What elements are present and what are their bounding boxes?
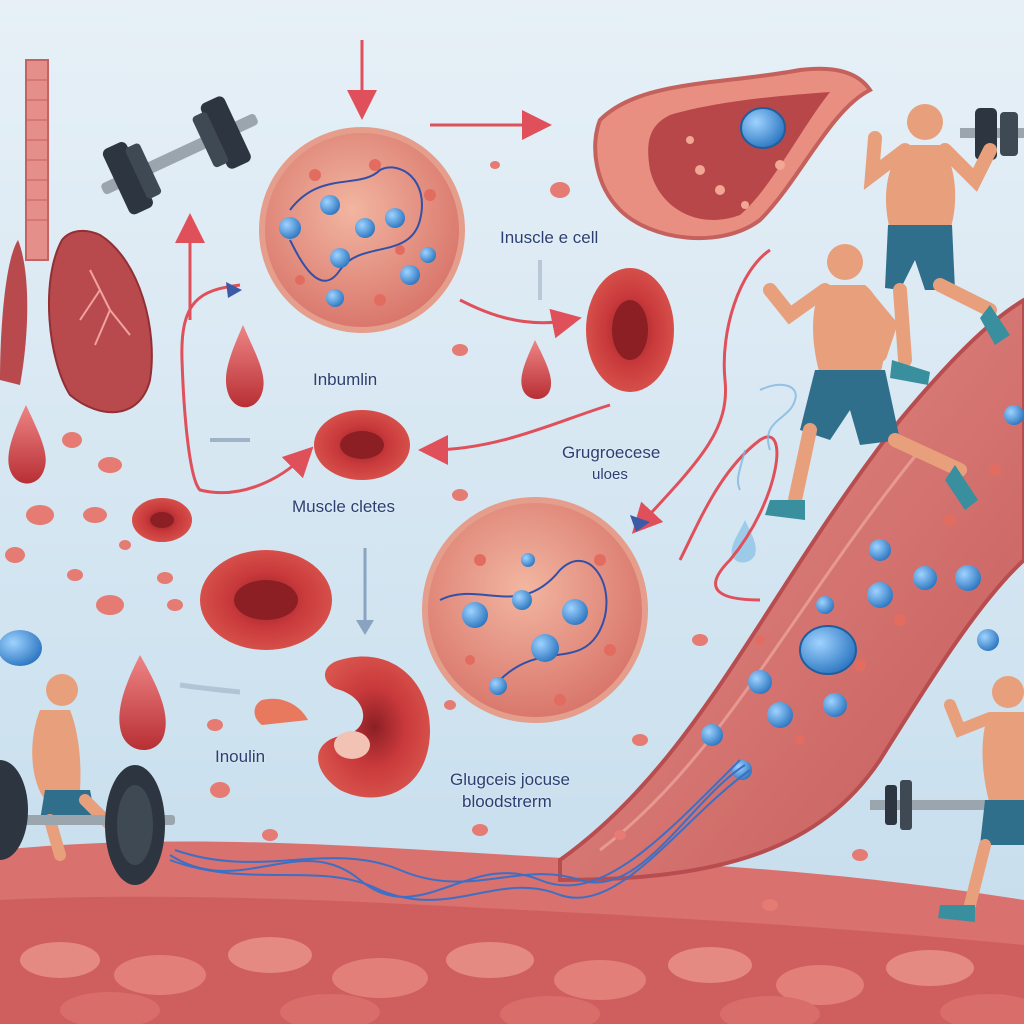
- red-blood-cells: [132, 268, 674, 798]
- label-glucose-line2: bloodstrerm: [462, 792, 552, 811]
- label-insulin: Inoulin: [215, 747, 266, 766]
- flow-arrows: [175, 40, 779, 602]
- runner-figure-top: [863, 104, 1010, 385]
- label-uloes: uloes: [592, 466, 628, 483]
- dumbbell-icon-top: [101, 96, 258, 215]
- nerve-fibers: [169, 759, 751, 901]
- weightlifter-figure: [0, 674, 175, 885]
- label-inbumlin: Inbumlin: [313, 370, 378, 389]
- rbc-bean: [318, 656, 430, 798]
- vessel-glucose-molecules: [701, 405, 1024, 780]
- free-glucose: [0, 630, 42, 666]
- label-muscle-cletes: Muscle cletes: [292, 497, 395, 516]
- bottom-tissue: [0, 841, 1024, 1024]
- muscle-tissue-slab: [593, 66, 873, 241]
- water-splash: [736, 383, 797, 491]
- trachea: [25, 59, 49, 261]
- runner-figure-bottom: [938, 676, 1024, 922]
- lungs-icon: [0, 229, 153, 414]
- label-glucose-line1: Glugceis jocuse: [450, 770, 571, 789]
- blood-drop-icon: [8, 325, 756, 750]
- muscle-cell-bottom: [422, 497, 648, 723]
- label-muscle-cell: Inuscle e cell: [500, 228, 599, 247]
- blue-arrows: [179, 260, 650, 695]
- label-gruroecese: Grugroecese: [562, 443, 661, 462]
- muscle-cell-top: [259, 127, 465, 333]
- runner-figure-middle: [763, 244, 978, 520]
- scattered-particles: [5, 161, 868, 911]
- dumbbell-icon-bottom-right: [870, 780, 990, 830]
